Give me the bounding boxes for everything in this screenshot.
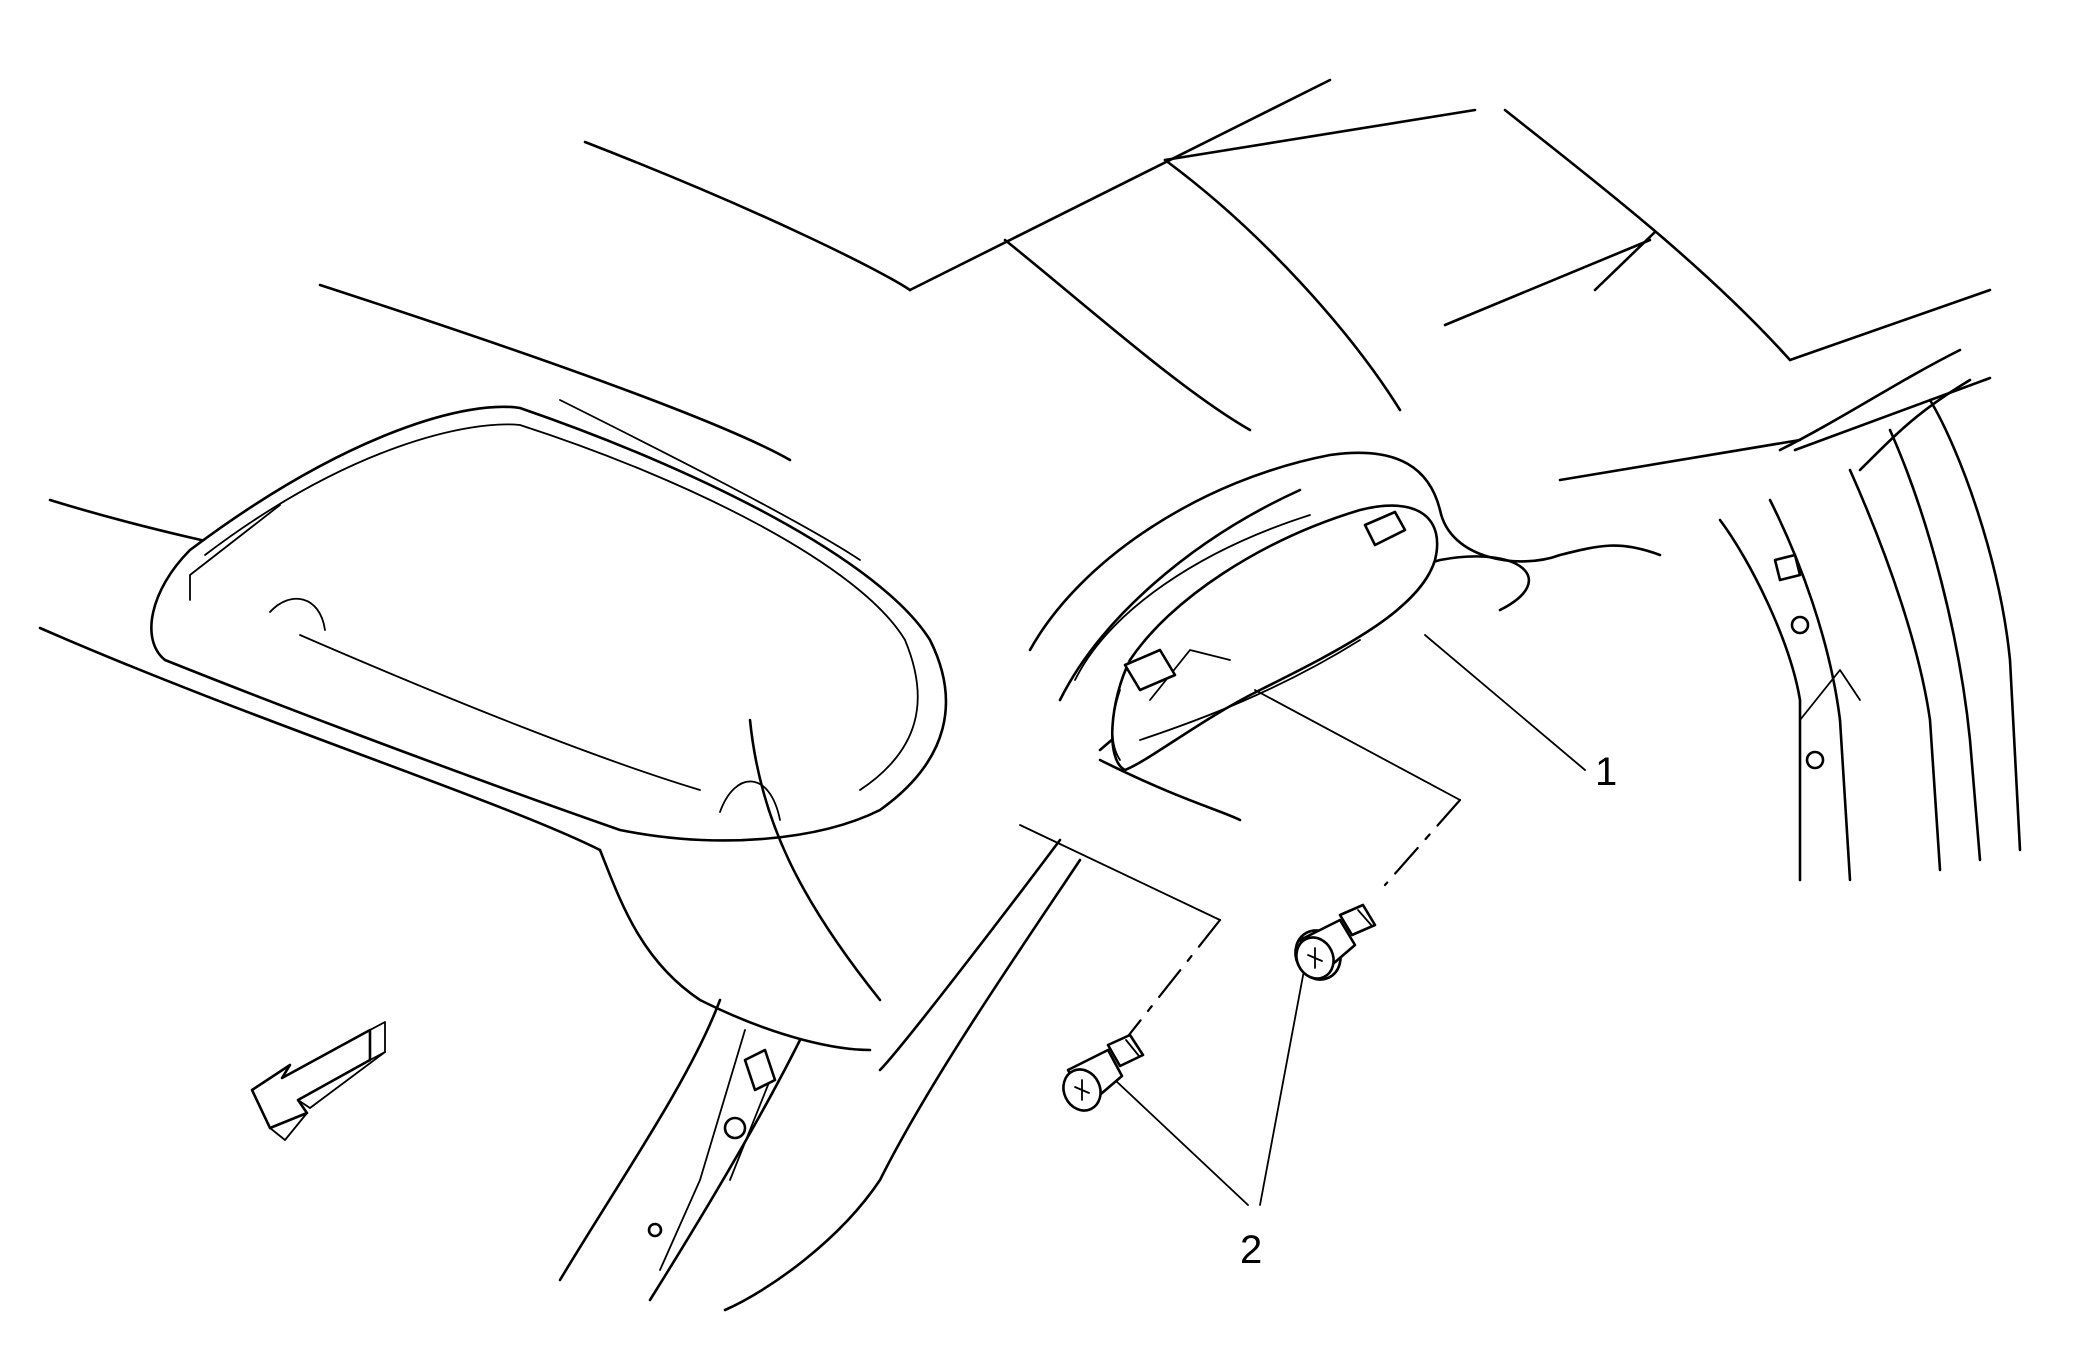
leader-lines [1019, 634, 1586, 1206]
screw-icon [1294, 903, 1377, 981]
callout-2: 2 [1240, 1228, 1263, 1272]
front-direction-arrow-icon [250, 1021, 386, 1141]
sun-visor-recess [150, 399, 948, 842]
screw-icon [1062, 1033, 1145, 1112]
roof-panel [318, 78, 1992, 482]
b-pillar [1718, 348, 2022, 882]
a-pillar [558, 718, 1082, 1312]
dome-lamp [1110, 504, 1439, 772]
callout-1: 1 [1595, 750, 1618, 794]
